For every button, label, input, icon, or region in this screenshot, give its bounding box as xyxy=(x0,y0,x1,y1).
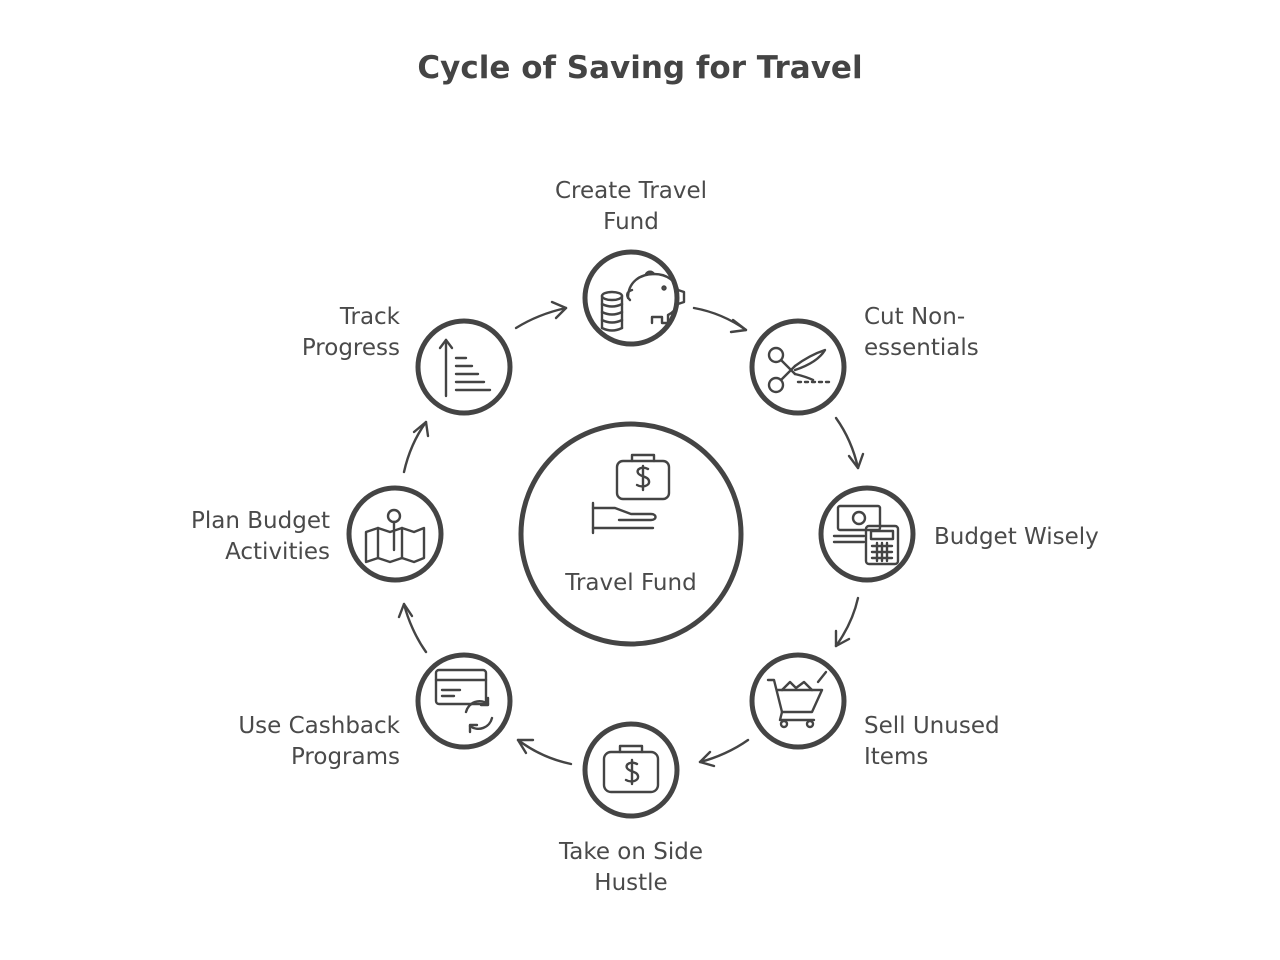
progress-chart-icon xyxy=(438,338,492,398)
scissors-icon xyxy=(767,346,832,394)
arrowhead-cut-to-budget xyxy=(847,452,865,470)
calculator-money-icon xyxy=(832,504,900,566)
sell-unused-items-node xyxy=(749,652,847,750)
shopping-cart-icon xyxy=(766,670,828,729)
arrowhead-sell-to-hustle xyxy=(698,750,716,768)
arrow-sell-to-hustle xyxy=(698,738,750,764)
step-label-track-progress: Track Progress xyxy=(301,304,400,361)
step-label-plan-budget-activities: Plan Budget Activities xyxy=(191,508,330,565)
step-label-sell-unused-items: Sell Unused Items xyxy=(864,713,1000,770)
arrow-cut-to-budget xyxy=(834,416,860,470)
arrowhead-track-to-create xyxy=(550,300,568,320)
arrow-budget-to-sell xyxy=(834,596,860,648)
center-label: Travel Fund xyxy=(565,570,697,596)
hand-holding-money-bag-icon xyxy=(591,453,671,535)
arrow-create-to-cut xyxy=(692,306,748,332)
arrow-plan-to-track xyxy=(402,420,428,474)
cut-non-essentials-node xyxy=(749,318,847,416)
map-pin-icon xyxy=(364,508,426,564)
arrow-cashback-to-plan xyxy=(402,602,428,654)
center-circle xyxy=(518,421,744,647)
piggy-bank-coins-icon xyxy=(600,270,686,332)
arrow-hustle-to-cashback xyxy=(516,738,573,766)
money-bag-icon xyxy=(602,744,660,794)
arrowhead-cashback-to-plan xyxy=(397,602,414,619)
cycle-arrows xyxy=(397,300,865,768)
arrowhead-budget-to-sell xyxy=(834,629,851,648)
arrowhead-plan-to-track xyxy=(412,420,430,438)
arrowhead-hustle-to-cashback xyxy=(516,738,535,755)
arrow-track-to-create xyxy=(514,306,568,330)
credit-card-cycle-icon xyxy=(434,668,494,734)
step-label-budget-wisely: Budget Wisely xyxy=(934,524,1099,550)
step-label-cut-non-essentials: Cut Non- essentials xyxy=(864,304,979,361)
step-label-create-travel-fund: Create Travel Fund xyxy=(554,178,708,235)
arrowhead-create-to-cut xyxy=(729,318,748,334)
diagram-title: Cycle of Saving for Travel xyxy=(417,50,863,86)
step-label-cashback-programs: Use Cashback Programs xyxy=(238,713,400,770)
step-label-side-hustle: Take on Side Hustle xyxy=(559,839,703,896)
create-travel-fund-node xyxy=(582,249,680,347)
